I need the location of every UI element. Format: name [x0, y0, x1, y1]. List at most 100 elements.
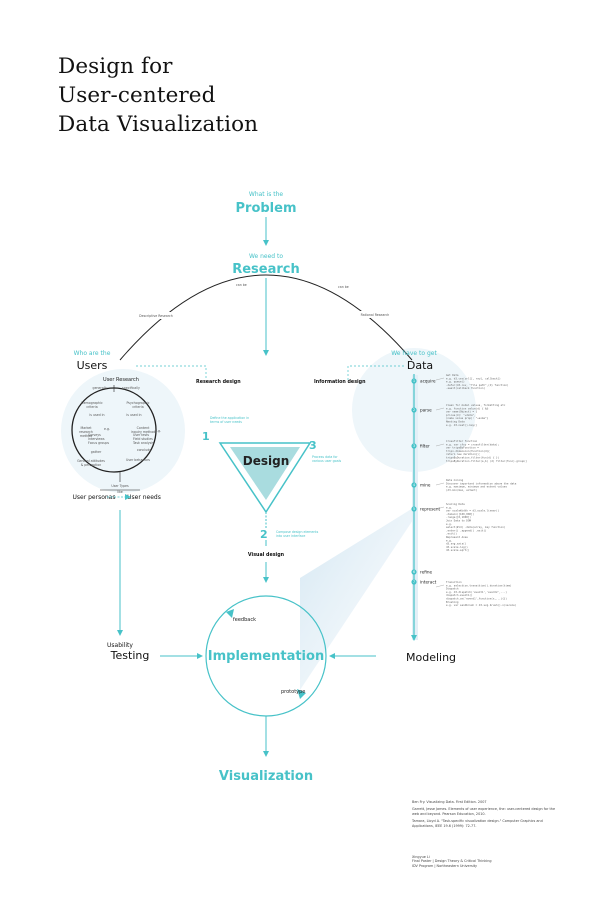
step-dot-mine	[411, 482, 417, 488]
user-needs: User needs	[127, 494, 161, 501]
note-filter-line: tripsByDuration.filter(a,b) (d) filter(f…	[446, 459, 528, 463]
note-represent-line: .domain([100,800])	[446, 512, 475, 516]
note-mine-line: Discover important information above the…	[446, 481, 517, 485]
step-number-interact: 7	[413, 580, 415, 584]
eg-right: e.g.	[155, 429, 161, 433]
user-behaviors: User behaviors	[126, 458, 150, 462]
note-represent-line: d3.svg.axis()	[446, 542, 467, 546]
note-represent-line: .range([0,1000])	[446, 515, 471, 519]
generally-label: generally	[93, 386, 108, 390]
research-arc	[119, 274, 413, 361]
note-mine-line: (d3.min/max, extent)	[446, 488, 478, 492]
prototype-label: prototype	[281, 689, 305, 695]
visual-design-label: Visual design	[248, 552, 285, 558]
note-parse-line: (name value prop): "+some"}	[446, 416, 489, 420]
note-interact-line: dispatch.on('event1',function(x,...){})	[446, 597, 507, 601]
title-line-3: Data Visualization	[58, 112, 259, 137]
problem-label: Problem	[236, 201, 297, 216]
feedback-arrowhead	[226, 609, 234, 618]
step-dot-represent	[411, 506, 417, 512]
prototype-arrowhead	[297, 689, 306, 699]
step-name-refine: refine	[420, 570, 432, 575]
note-represent-line: var scaleWidth = d3.scale.linear()	[446, 509, 500, 513]
note-acquire-line: e.g. d3.csv(url[[, row], callback])	[446, 376, 501, 380]
note-mine-line: Data mining	[446, 478, 464, 482]
note-filter-line: Crossfilter function	[446, 439, 478, 443]
note-represent-line: Scaling Data	[446, 502, 465, 506]
descriptive-research: Descriptive Research	[139, 314, 173, 318]
note-mine-line: e.g. maximum, minimum and extent values	[446, 485, 507, 489]
design-triangle-fill	[230, 447, 300, 500]
modeling-label: Modeling	[406, 651, 456, 664]
content-item-2: Field studies	[133, 437, 153, 441]
note-filter-line: var tripsByFunction =	[446, 446, 479, 450]
note-represent-line: .enter() .append() .exit()	[446, 528, 487, 532]
note-filter-line: tripx.dimension(function(d){	[446, 449, 490, 453]
step-number-parse: 2	[413, 408, 415, 412]
note-acquire-line: .await(callback function)	[446, 386, 485, 390]
step-name-represent: represent	[420, 507, 440, 512]
note-represent-line: Join Data to DOM	[446, 519, 471, 523]
credit-author: Xingyue Li	[412, 855, 430, 859]
note-filter-line: e.g. var cfxy = crossfilter(data);	[446, 442, 499, 446]
note-represent-line: .exit()	[446, 532, 457, 536]
step-name-mine: mine	[420, 483, 431, 488]
descriptive-label-bg	[131, 312, 181, 319]
note-filter-line: tripsByDuration.filter(fun(d) { })	[446, 456, 500, 460]
market-item-2: Interviews	[88, 437, 105, 441]
note-leader-filter	[435, 443, 445, 447]
users-background-circle	[61, 369, 185, 493]
rational-label-bg	[352, 311, 398, 318]
users-to-research-design-link	[136, 365, 207, 380]
market-item-1: Surveys	[88, 433, 101, 437]
testing-label: Testing	[110, 649, 150, 662]
note-represent-line: e.g.	[446, 523, 452, 526]
user-research-label: User Research	[103, 377, 139, 383]
note-acquire-line: .defer(d3.csv, "file path",(d) function)	[446, 383, 509, 387]
references: Ben Fry. Visualizing Data. First Edition…	[412, 800, 562, 831]
title-line-2: User-centered	[58, 83, 216, 108]
note-represent-line: d3.scale.sqrt()	[446, 548, 470, 552]
title-line-1: Design for	[58, 54, 173, 79]
eg-left: e.g.	[104, 427, 110, 431]
research-label: Research	[232, 262, 300, 277]
step-number-mine: 4	[413, 483, 415, 487]
note-parse-line: e.g. d3.nest().key()	[446, 423, 478, 427]
visualization-label: Visualization	[219, 769, 313, 784]
note-interact-line: e.g. selection.transition().duration(tim…	[446, 583, 512, 587]
feedback-label: feedback	[233, 617, 256, 623]
conclude-label: conclude	[137, 448, 151, 452]
step-dot-refine	[411, 569, 417, 575]
note-filter-line: return new duration});	[446, 452, 480, 456]
credit-program: IDV Program | Northeastern University	[412, 863, 478, 868]
step-number-refine: 6	[413, 570, 415, 574]
implementation-label: Implementation	[208, 649, 324, 664]
note-parse-line: prices(d): "+data",	[446, 413, 476, 417]
data-label: Data	[407, 359, 433, 372]
note-interact-line: e.g. var sandbrush = d3.svg.brush().x(xs…	[446, 603, 517, 607]
note-leader-interact	[435, 584, 445, 588]
reference-2: Garrett, Jesse James. Elements of user e…	[412, 807, 556, 816]
reference-1: Ben Fry. Visualizing Data. First Edition…	[412, 800, 487, 804]
note-acquire-line: e.g. queue()	[446, 380, 465, 384]
note-leader-represent	[435, 506, 445, 510]
note-parse-line: Clean for model values, formatting etc	[446, 403, 506, 407]
note-interact-line: e.g. d3.dispatch('event1','event2',...)	[446, 590, 507, 594]
note-interact-line: Transition	[446, 580, 462, 584]
note-represent-line: e.g.	[446, 539, 452, 542]
gather-label: gather	[91, 450, 102, 454]
step-number-filter: 3	[413, 444, 415, 448]
poster-title: Design for User-centered Data Visualizat…	[58, 52, 378, 139]
information-design-label: Information design	[314, 379, 366, 385]
step-1: 1	[202, 430, 210, 443]
note-parse-line: var name(Object) = {	[446, 410, 478, 414]
note-represent-line: e.g.	[446, 506, 452, 509]
note-leader-acquire	[435, 377, 445, 381]
